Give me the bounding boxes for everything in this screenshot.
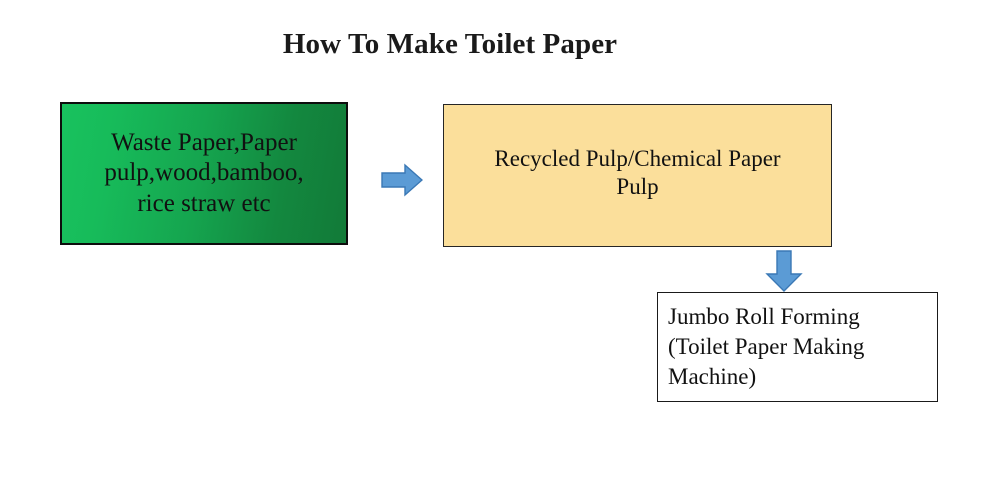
flow-node-source-materials-label: Waste Paper,Paper pulp,wood,bamboo, rice…: [104, 128, 304, 217]
flow-node-jumbo-roll-label: Jumbo Roll Forming (Toilet Paper Making …: [668, 304, 865, 389]
arrow-right-svg: [381, 163, 424, 197]
arrow-right-icon: [381, 163, 424, 197]
arrow-down-svg: [765, 250, 803, 292]
arrow-down-icon: [764, 250, 804, 292]
page-title: How To Make Toilet Paper: [282, 28, 618, 60]
arrow-down-shape: [765, 250, 803, 292]
flow-node-recycled-pulp: Recycled Pulp/Chemical Paper Pulp: [443, 104, 832, 247]
flow-node-recycled-pulp-label: Recycled Pulp/Chemical Paper Pulp: [494, 146, 781, 200]
flow-node-source-materials: Waste Paper,Paper pulp,wood,bamboo, rice…: [60, 102, 348, 245]
flow-node-jumbo-roll: Jumbo Roll Forming (Toilet Paper Making …: [657, 292, 938, 402]
arrow-right-shape: [381, 163, 424, 197]
